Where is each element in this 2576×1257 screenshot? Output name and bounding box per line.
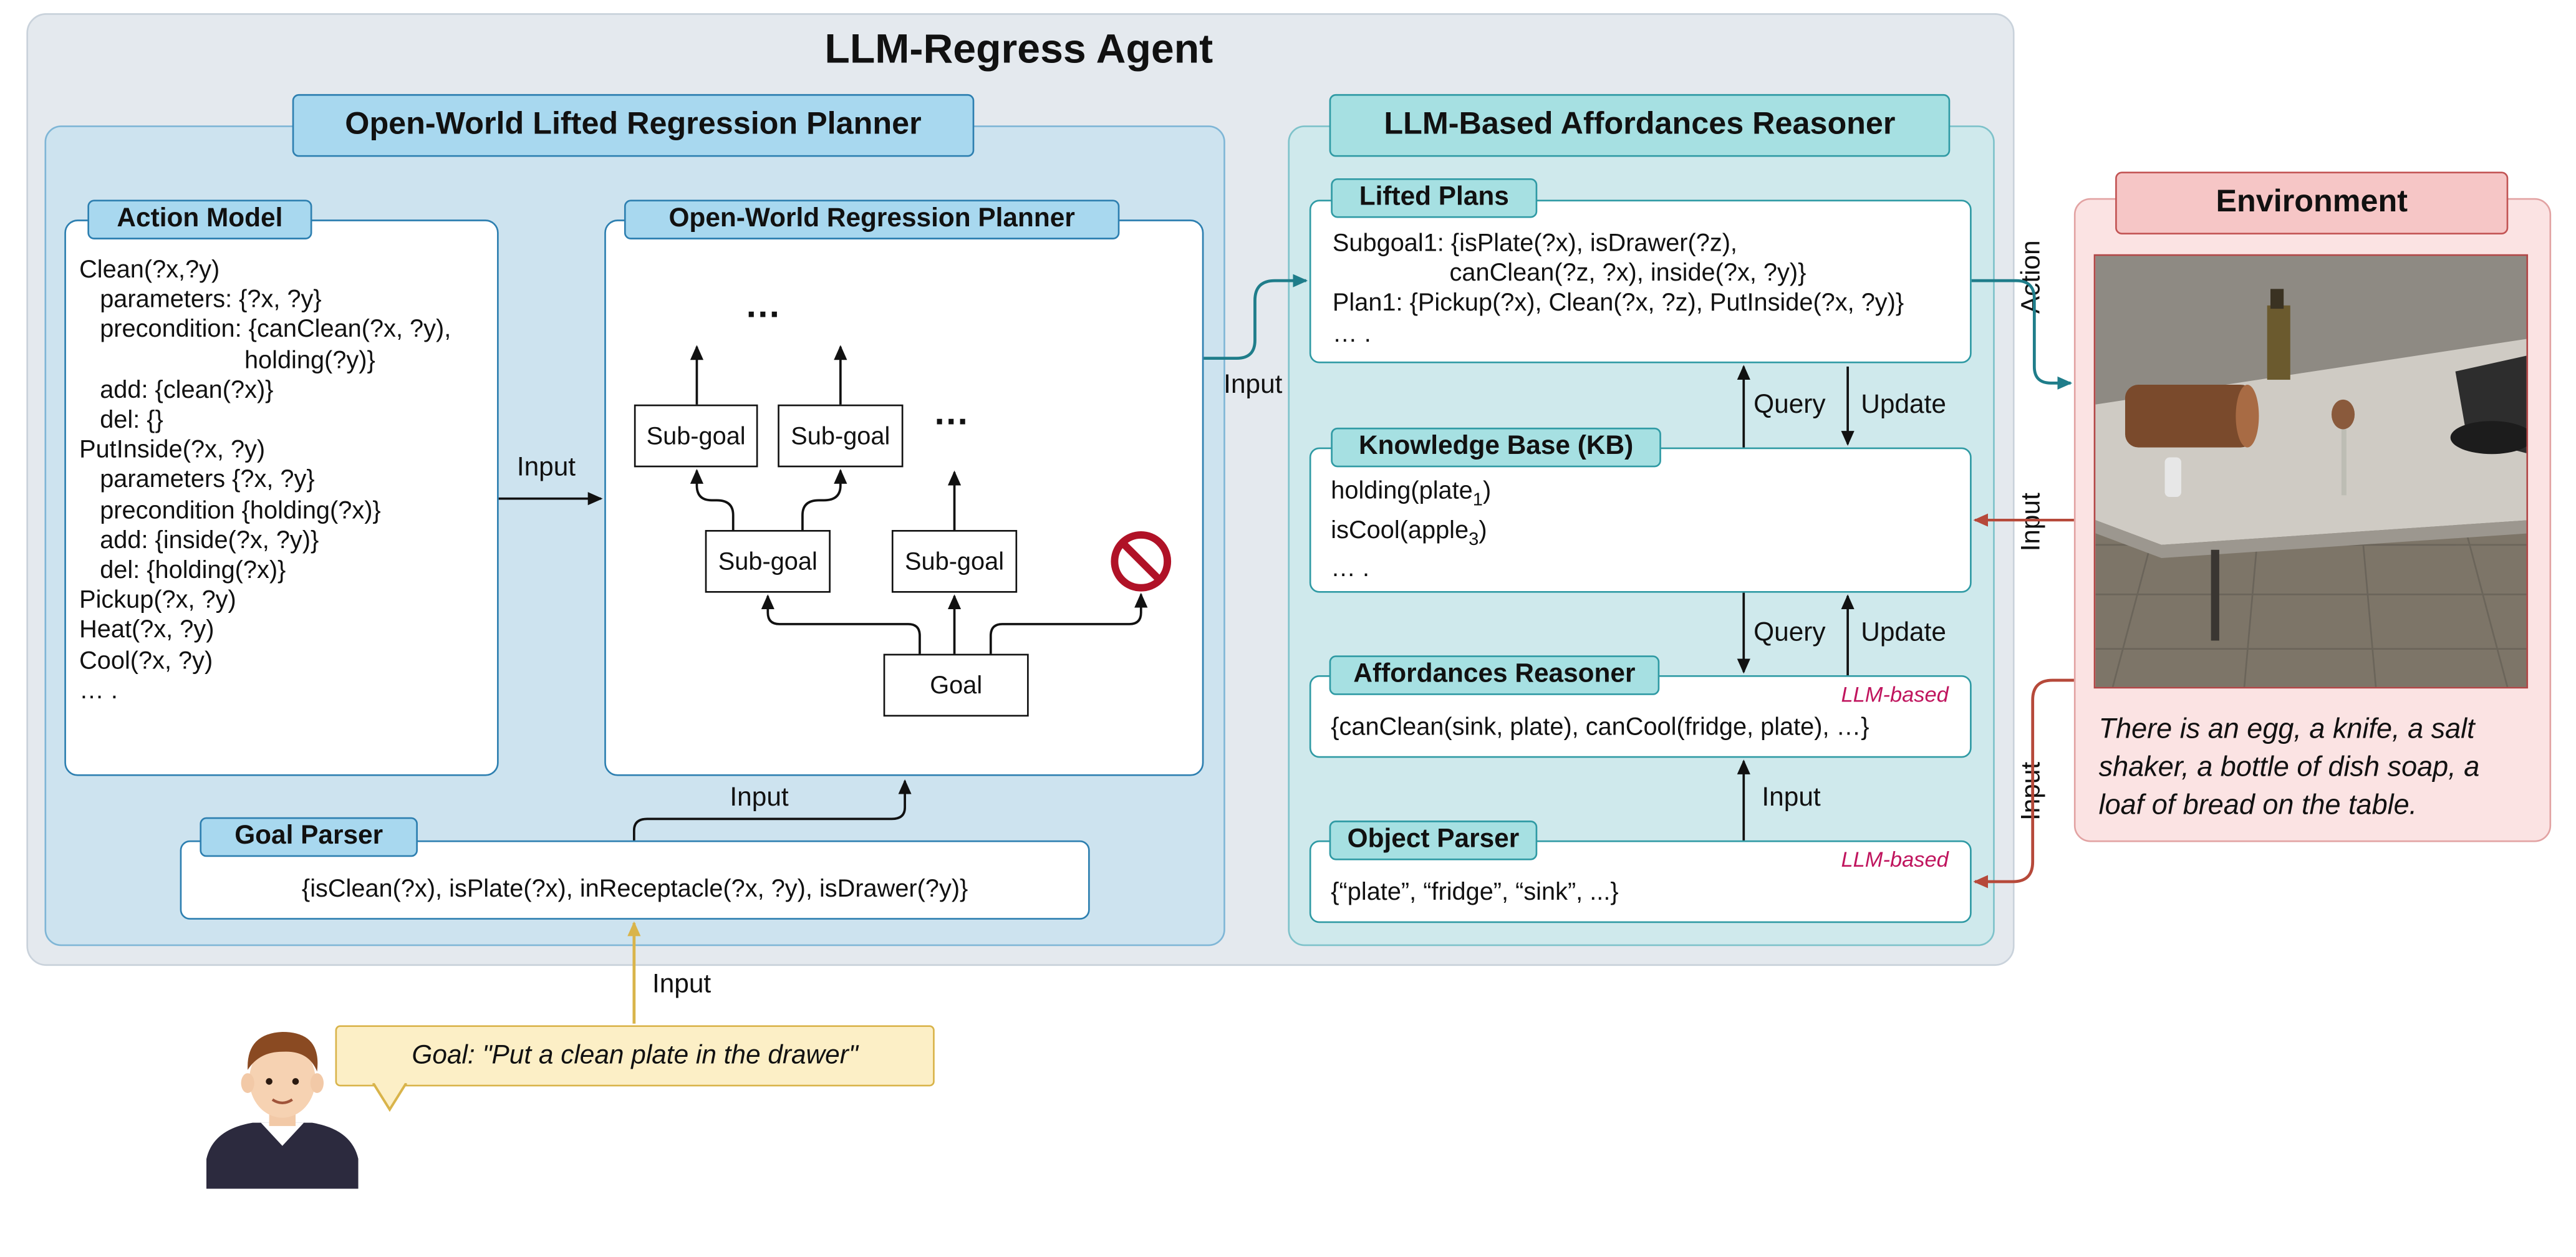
reasoner-panel-title: LLM-Based Affordances Reasoner bbox=[1329, 94, 1951, 157]
llm-based-tag: LLM-based bbox=[1841, 681, 1949, 707]
kb-fact-close: ) bbox=[1479, 516, 1487, 545]
object-parser-title: Object Parser bbox=[1329, 821, 1538, 860]
subgoal-node: Sub-goal bbox=[634, 404, 758, 468]
user-avatar-icon bbox=[206, 1032, 359, 1189]
action-model-line: add: {clean(?x)} bbox=[79, 376, 274, 405]
affordances-text: {canClean(sink, plate), canCool(fridge, … bbox=[1331, 713, 1869, 741]
edge-label-update: Update bbox=[1861, 619, 1946, 648]
lifted-plans-line: … . bbox=[1332, 319, 1371, 348]
kb-fact-iscool-text: isCool(apple bbox=[1331, 516, 1469, 545]
lifted-plans-title: Lifted Plans bbox=[1331, 178, 1538, 218]
regression-planner-title: Open-World Regression Planner bbox=[624, 200, 1120, 239]
goal-node: Goal bbox=[883, 653, 1029, 717]
goal-parser-text: {isClean(?x), isPlate(?x), inReceptacle(… bbox=[301, 875, 968, 903]
user-goal-bubble: Goal: "Put a clean plate in the drawer" bbox=[335, 1025, 935, 1087]
kb-fact-holding: holding(plate1) bbox=[1331, 477, 1491, 510]
knowledge-base-title: Knowledge Base (KB) bbox=[1331, 427, 1661, 468]
action-model-text: Clean(?x,?y) parameters: {?x, ?y} precon… bbox=[79, 256, 492, 706]
kb-fact-close: ) bbox=[1482, 477, 1492, 506]
edge-label-input: Input bbox=[1762, 784, 1821, 812]
subgoal-node: Sub-goal bbox=[778, 404, 904, 468]
tree-ellipsis: … bbox=[933, 391, 970, 433]
action-model-box bbox=[64, 219, 499, 776]
object-parser-text: {“plate”, “fridge”, “sink”, ...} bbox=[1331, 878, 1619, 907]
edge-label-update: Update bbox=[1861, 391, 1946, 420]
action-model-line: precondition {holding(?x)} bbox=[79, 496, 381, 525]
kb-fact-holding-text: holding(plate bbox=[1331, 477, 1473, 506]
edge-label-input: Input bbox=[1223, 371, 1283, 400]
lifted-plans-line: Subgoal1: {isPlate(?x), isDrawer(?z), bbox=[1332, 229, 1737, 258]
llm-based-tag: LLM-based bbox=[1841, 847, 1949, 872]
diagram-title: LLM-Regress Agent bbox=[824, 26, 1213, 73]
action-model-line: PutInside(?x, ?y) bbox=[79, 436, 266, 465]
edge-label-input: Input bbox=[516, 454, 576, 483]
edge-label-action: Action bbox=[2017, 240, 2046, 314]
goal-parser-title: Goal Parser bbox=[200, 817, 418, 857]
environment-scene-image bbox=[2093, 254, 2529, 689]
planner-panel-title: Open-World Lifted Regression Planner bbox=[292, 94, 975, 157]
edge-label-query: Query bbox=[1754, 391, 1826, 420]
edge-label-input: Input bbox=[2017, 493, 2046, 552]
edge-label-input: Input bbox=[2017, 761, 2046, 821]
lifted-plans-text: Subgoal1: {isPlate(?x), isDrawer(?z), ca… bbox=[1333, 229, 1968, 350]
affordances-reasoner-title: Affordances Reasoner bbox=[1329, 655, 1660, 695]
kb-fact-holding-sub: 1 bbox=[1472, 490, 1483, 511]
action-model-line: Clean(?x,?y) bbox=[79, 256, 220, 284]
action-model-line: del: {} bbox=[79, 406, 163, 435]
kb-fact-iscool: isCool(apple3) bbox=[1331, 517, 1487, 550]
lifted-plans-line: canClean(?z, ?x), inside(?x, ?y)} bbox=[1332, 259, 1807, 288]
kb-ellipsis: … . bbox=[1331, 554, 1370, 583]
subgoal-node: Sub-goal bbox=[891, 530, 1018, 593]
edge-label-input: Input bbox=[652, 971, 712, 999]
tree-ellipsis: … bbox=[745, 284, 781, 325]
subgoal-node: Sub-goal bbox=[705, 530, 831, 593]
action-model-line: precondition: {canClean(?x, ?y), bbox=[79, 315, 451, 344]
action-model-line: Heat(?x, ?y) bbox=[79, 616, 215, 645]
action-model-line: Pickup(?x, ?y) bbox=[79, 586, 236, 615]
speech-bubble-tail bbox=[372, 1083, 408, 1112]
kitchen-scene-illustration bbox=[2095, 256, 2527, 687]
lifted-plans-line: Plan1: {Pickup(?x), Clean(?x, ?z), PutIn… bbox=[1332, 289, 1904, 318]
kb-fact-iscool-sub: 3 bbox=[1469, 530, 1479, 550]
environment-title: Environment bbox=[2115, 171, 2509, 235]
user-avatar bbox=[206, 1027, 359, 1189]
action-model-line: holding(?y)} bbox=[79, 346, 375, 375]
lifted-plans-box bbox=[1309, 200, 1972, 364]
action-model-line: … . bbox=[79, 677, 118, 705]
action-model-title: Action Model bbox=[87, 200, 312, 239]
edge-label-input: Input bbox=[730, 784, 789, 812]
action-model-line: add: {inside(?x, ?y)} bbox=[79, 526, 319, 555]
action-model-line: Cool(?x, ?y) bbox=[79, 647, 213, 675]
action-model-line: parameters: {?x, ?y} bbox=[79, 286, 322, 314]
environment-description: There is an egg, a knife, a salt shaker,… bbox=[2098, 713, 2480, 821]
action-model-line: parameters {?x, ?y} bbox=[79, 466, 315, 494]
action-model-line: del: {holding(?x)} bbox=[79, 556, 286, 585]
edge-label-query: Query bbox=[1754, 619, 1826, 648]
